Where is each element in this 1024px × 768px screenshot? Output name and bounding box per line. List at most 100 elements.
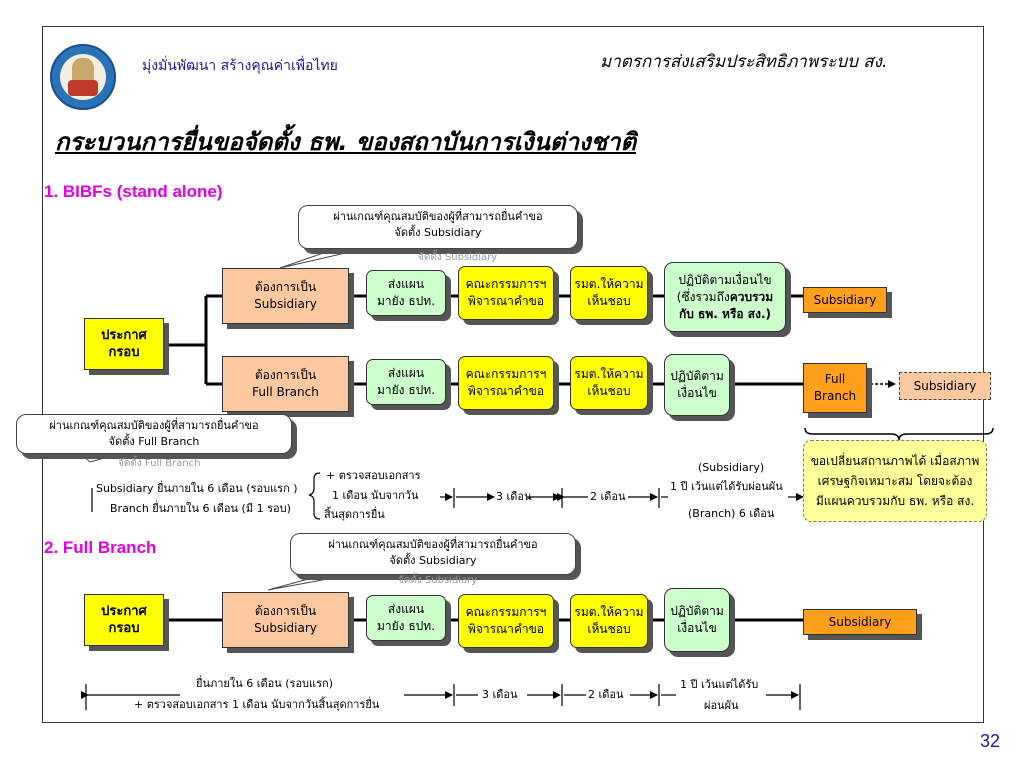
future-subsidiary-box: Subsidiary <box>899 372 991 400</box>
callout-line: ผ่านเกณฑ์คุณสมบัติของผู้ที่สามารถยื่นคำข… <box>328 538 538 551</box>
timeline-label: สิ้นสุดการยื่น <box>324 508 385 521</box>
slogan: มุ่งมั่นพัฒนา สร้างคุณค่าเพื่อไทย <box>142 58 338 74</box>
box-line: รมต.ให้ความ <box>574 605 644 619</box>
box-line: Subsidiary <box>813 292 877 307</box>
want-subsidiary-box: ต้องการเป็น Subsidiary <box>222 268 349 324</box>
box-line: กรอบ <box>108 621 140 636</box>
timeline-label: (Subsidiary) <box>698 461 765 474</box>
status-change-note: ขอเปลี่ยนสถานภาพได้ เมื่อสภาพ เศรษฐกิจเห… <box>803 440 987 522</box>
committee-review-box: คณะกรรมการฯ พิจารณาคำขอ <box>458 594 554 648</box>
box-line: ส่งแผน <box>387 277 425 291</box>
box-line: Subsidiary <box>828 614 892 629</box>
box-line: ต้องการเป็น <box>254 280 317 294</box>
section1-heading: 1. BIBFs (stand alone) <box>44 182 223 201</box>
box-line: คณะกรรมการฯ <box>465 367 547 381</box>
box-line: เห็นชอบ <box>587 622 631 636</box>
box-line: กับ ธพ. หรือ สง.) <box>679 306 771 321</box>
timeline-label: ยื่นภายใน 6 เดือน (รอบแรก) <box>196 677 333 690</box>
timeline-label: (Branch) 6 เดือน <box>688 507 775 520</box>
slide-subtitle: มาตรการส่งเสริมประสิทธิภาพระบบ สง. <box>600 52 888 72</box>
page-number: 32 <box>980 731 1001 751</box>
committee-review-box: คณะกรรมการฯ พิจารณาคำขอ <box>458 266 554 320</box>
box-line: ปฏิบัติตาม <box>670 369 724 383</box>
box-line-bold: ควบรวม <box>729 289 774 304</box>
timeline-label: 1 เดือน นับจากวัน <box>332 489 419 502</box>
timeline-duration: 2 เดือน <box>588 688 624 701</box>
box-line: Full <box>824 372 846 386</box>
box-line: มายัง ธปท. <box>376 383 436 397</box>
box-line: Full Branch <box>252 385 319 399</box>
timeline-label: 1 ปี เว้นแต่ได้รับผ่อนผัน <box>670 480 783 493</box>
callout-line: จัดตั้ง Full Branch <box>108 435 200 448</box>
comply-conditions-box: ปฏิบัติตามเงื่อนไข (ซึ่งรวมถึงควบรวม กับ… <box>664 262 786 332</box>
timeline-duration: 2 เดือน <box>590 490 626 503</box>
minister-approval-box: รมต.ให้ความ เห็นชอบ <box>570 594 648 648</box>
full-branch-result-box: Full Branch <box>803 363 867 413</box>
timeline-label: Subsidiary ยื่นภายใน 6 เดือน (รอบแรก ) <box>96 482 298 495</box>
box-line: ส่งแผน <box>387 366 425 380</box>
box-line: มายัง ธปท. <box>376 294 436 308</box>
announce-framework-box: ประกาศ กรอบ <box>84 318 164 370</box>
timeline-label: + ตรวจสอบเอกสาร <box>326 469 421 482</box>
box-line-part: (ซึ่งรวมถึง <box>676 289 730 304</box>
callout-line: ผ่านเกณฑ์คุณสมบัติของผู้ที่สามารถยื่นคำข… <box>333 210 543 223</box>
box-line: รมต.ให้ความ <box>574 277 644 291</box>
callout-subsidiary-criteria: ผ่านเกณฑ์คุณสมบัติของผู้ที่สามารถยื่นคำข… <box>298 205 578 249</box>
minister-approval-box: รมต.ให้ความ เห็นชอบ <box>570 266 648 320</box>
comply-conditions-box: ปฏิบัติตาม เงื่อนไข <box>664 588 730 652</box>
box-line: ต้องการเป็น <box>254 368 317 382</box>
box-line: คณะกรรมการฯ <box>465 277 547 291</box>
timeline-label: Branch ยื่นภายใน 6 เดือน (มี 1 รอบ) <box>110 502 291 515</box>
callout-line: จัดตั้ง Subsidiary <box>394 226 482 239</box>
submit-plan-box: ส่งแผน มายัง ธปท. <box>366 270 446 316</box>
want-full-branch-box: ต้องการเป็น Full Branch <box>222 356 349 412</box>
box-line: เห็นชอบ <box>587 294 631 308</box>
box-line: พิจารณาคำขอ <box>467 622 545 636</box>
slide-title: กระบวนการยื่นขอจัดตั้ง ธพ. ของสถาบันการเ… <box>55 128 637 156</box>
timeline-duration: 3 เดือน <box>496 490 532 503</box>
bot-logo <box>50 44 116 110</box>
box-line: Subsidiary <box>254 297 317 311</box>
timeline-label: ผ่อนผัน <box>704 699 739 712</box>
committee-review-box: คณะกรรมการฯ พิจารณาคำขอ <box>458 356 554 410</box>
comply-conditions-box: ปฏิบัติตาม เงื่อนไข <box>664 354 730 416</box>
timeline-label: 1 ปี เว้นแต่ได้รับ <box>680 678 759 691</box>
box-line: กรอบ <box>108 345 140 360</box>
box-line: รมต.ให้ความ <box>574 367 644 381</box>
subsidiary-result-box: Subsidiary <box>803 609 917 635</box>
box-line: เงื่อนไข <box>677 386 717 400</box>
box-line: ประกาศ <box>101 604 147 619</box>
box-line: ปฏิบัติตามเงื่อนไข <box>678 272 772 287</box>
box-line: ปฏิบัติตาม <box>670 604 724 618</box>
box-line: Branch <box>813 389 857 403</box>
submit-plan-box: ส่งแผน มายัง ธปท. <box>366 359 446 405</box>
box-line: เงื่อนไข <box>677 621 717 635</box>
timeline-label: + ตรวจสอบเอกสาร 1 เดือน นับจากวันสิ้นสุด… <box>134 698 380 711</box>
minister-approval-box: รมต.ให้ความ เห็นชอบ <box>570 356 648 410</box>
callout-line: ผ่านเกณฑ์คุณสมบัติของผู้ที่สามารถยื่นคำข… <box>49 419 259 432</box>
announce-framework-box: ประกาศ กรอบ <box>84 594 164 646</box>
box-line: เห็นชอบ <box>587 384 631 398</box>
box-line: Subsidiary <box>254 621 317 635</box>
callout-shadow-text: จัดตั้ง Subsidiary <box>418 252 498 263</box>
box-line: พิจารณาคำขอ <box>467 384 545 398</box>
submit-plan-box: ส่งแผน มายัง ธปท. <box>366 595 446 641</box>
box-line: Subsidiary <box>913 378 977 393</box>
box-line: ประกาศ <box>101 328 147 343</box>
note-line: มีแผนควบรวมกับ ธพ. หรือ สง. <box>815 494 975 508</box>
callout-line: จัดตั้ง Subsidiary <box>389 554 477 567</box>
box-line: (ซึ่งรวมถึงควบรวม <box>677 289 773 306</box>
box-line: ส่งแผน <box>387 602 425 616</box>
box-line: มายัง ธปท. <box>376 619 436 633</box>
callout-shadow-text: จัดตั้ง Subsidiary <box>398 575 478 586</box>
note-line: ขอเปลี่ยนสถานภาพได้ เมื่อสภาพ <box>810 454 980 468</box>
subsidiary-result-box: Subsidiary <box>803 287 887 313</box>
callout-shadow-text: จัดตั้ง Full Branch <box>118 458 201 469</box>
callout-full-branch-criteria: ผ่านเกณฑ์คุณสมบัติของผู้ที่สามารถยื่นคำข… <box>16 414 292 454</box>
box-line: ต้องการเป็น <box>254 604 317 618</box>
note-line: เศรษฐกิจเหมาะสม โดยจะต้อง <box>817 474 973 488</box>
box-line: พิจารณาคำขอ <box>467 294 545 308</box>
callout-subsidiary-criteria: ผ่านเกณฑ์คุณสมบัติของผู้ที่สามารถยื่นคำข… <box>290 533 576 575</box>
want-subsidiary-box: ต้องการเป็น Subsidiary <box>222 592 349 648</box>
section2-heading: 2. Full Branch <box>44 538 157 557</box>
